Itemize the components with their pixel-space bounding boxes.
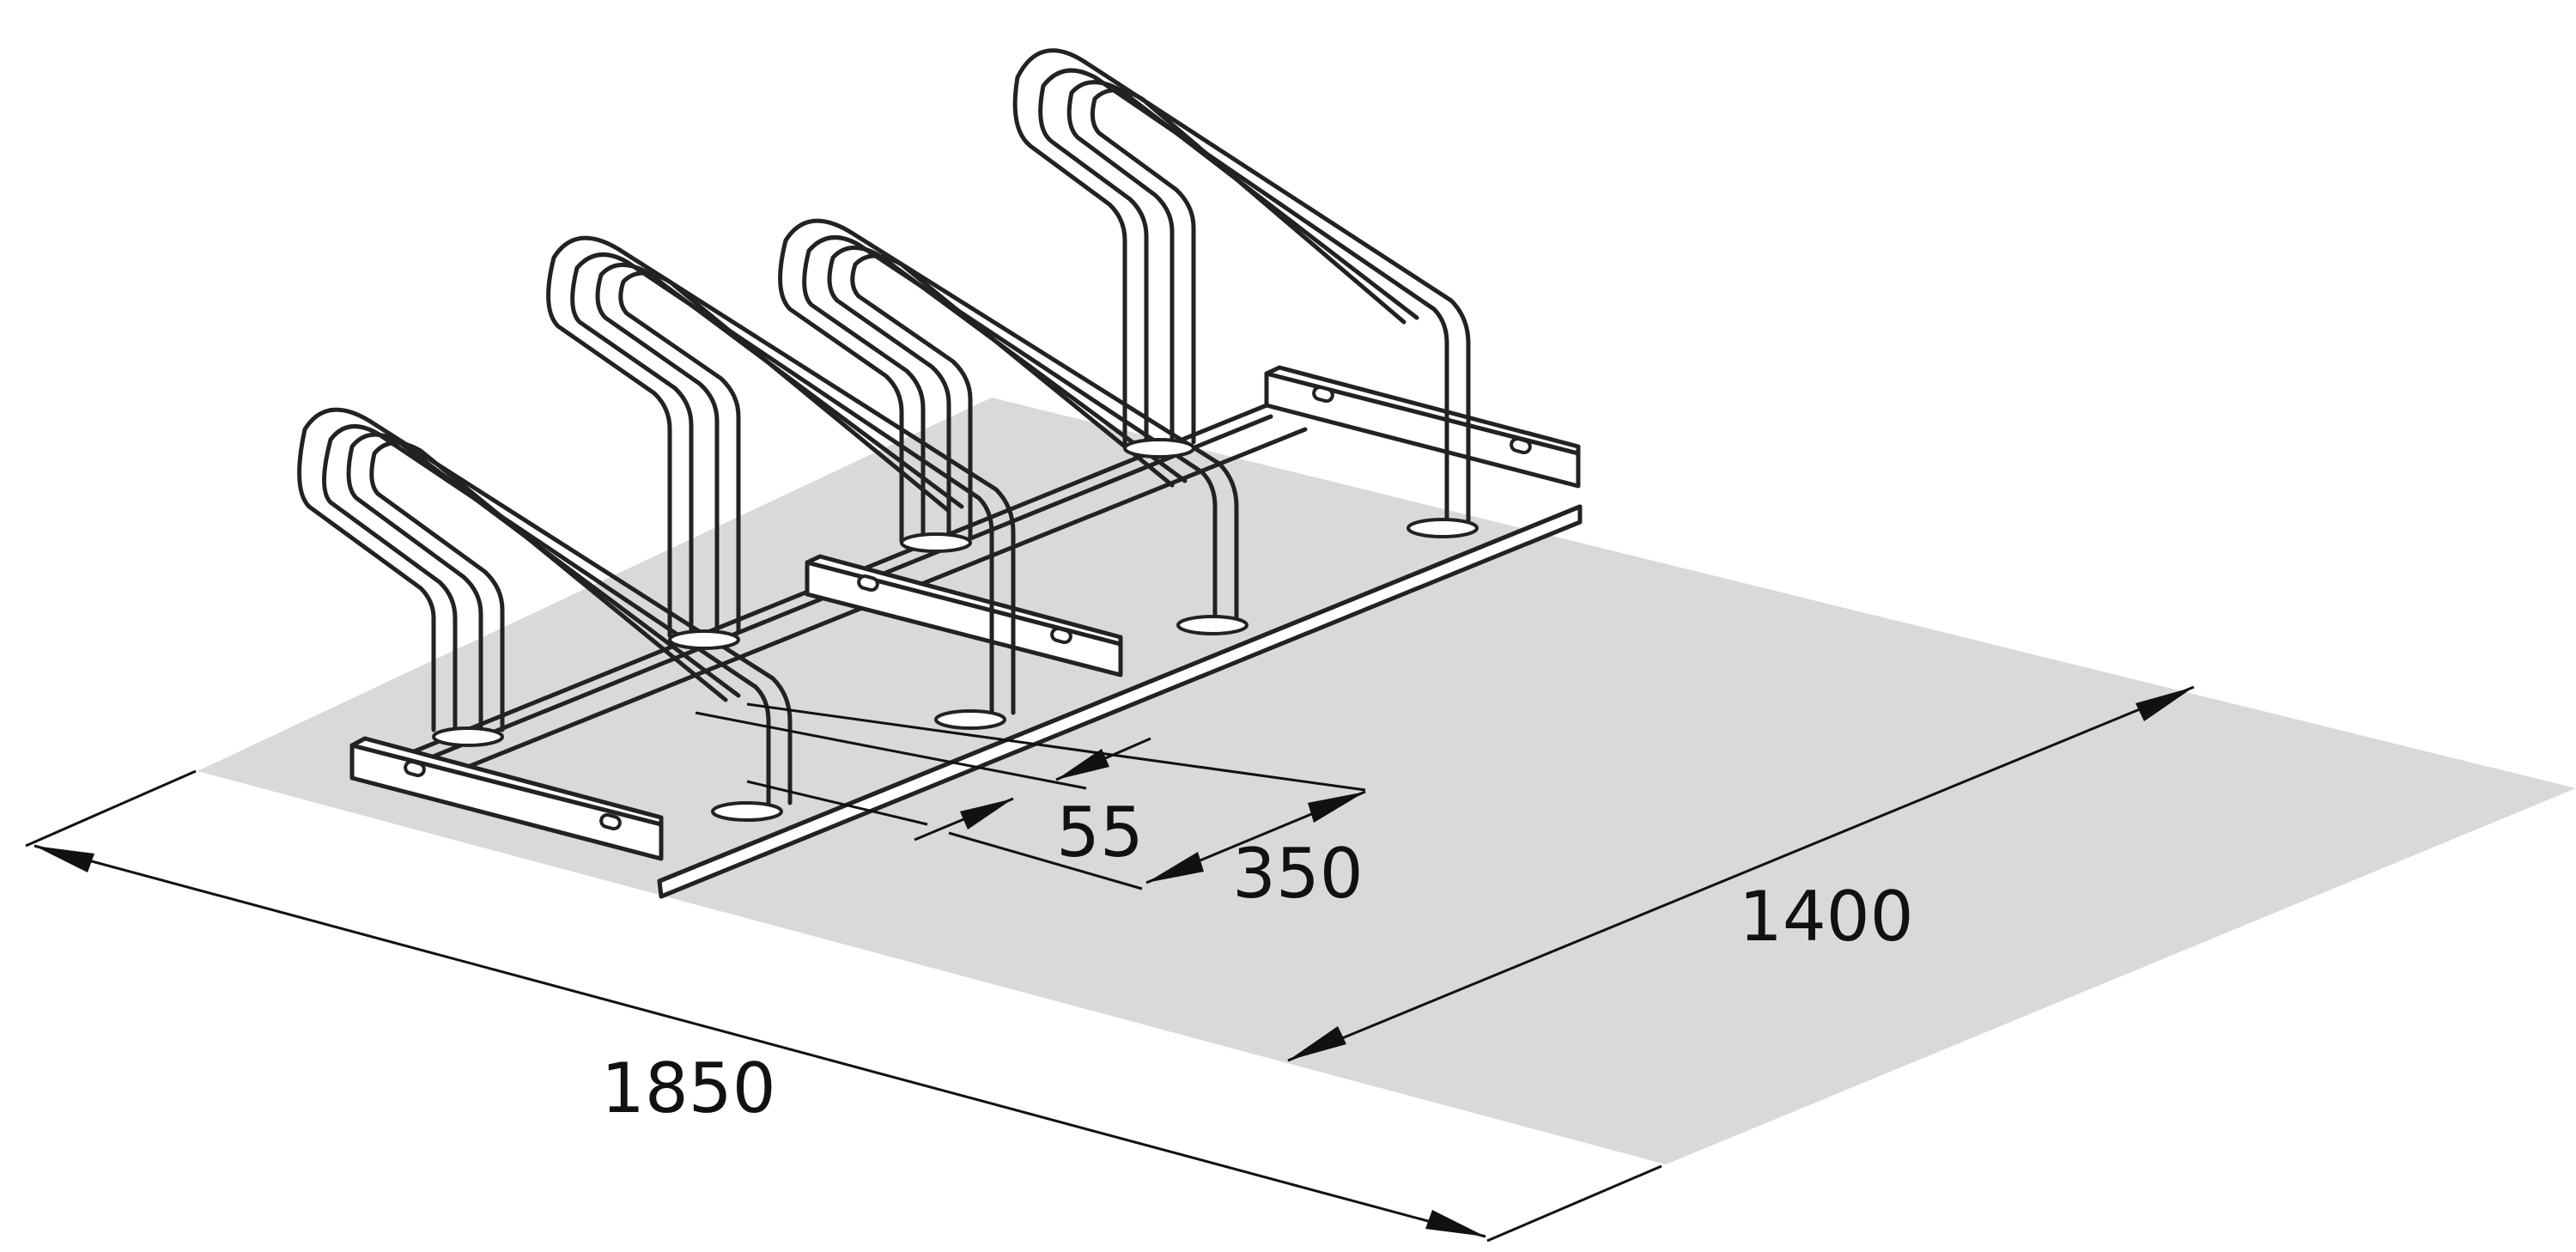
length-label: 1850 (601, 1048, 776, 1128)
spacing-label: 350 (1232, 834, 1364, 914)
foot-plate-right (1264, 365, 1581, 489)
loop-holder-3 (778, 218, 1249, 635)
dimension-length (25, 769, 1662, 1243)
offset-label: 55 (1056, 793, 1144, 872)
dimension-depth (1287, 685, 2195, 1062)
loop-holder-1 (297, 407, 793, 822)
foot-plate-left (349, 736, 664, 861)
loop-holder-4 (1012, 48, 1479, 538)
floor-area (197, 398, 2576, 1164)
dimension-offset (695, 711, 1151, 842)
loop-holder-2 (546, 235, 1016, 730)
dimension-spacing (746, 702, 1366, 890)
foot-plate-middle (805, 554, 1123, 678)
depth-label: 1400 (1739, 877, 1914, 957)
